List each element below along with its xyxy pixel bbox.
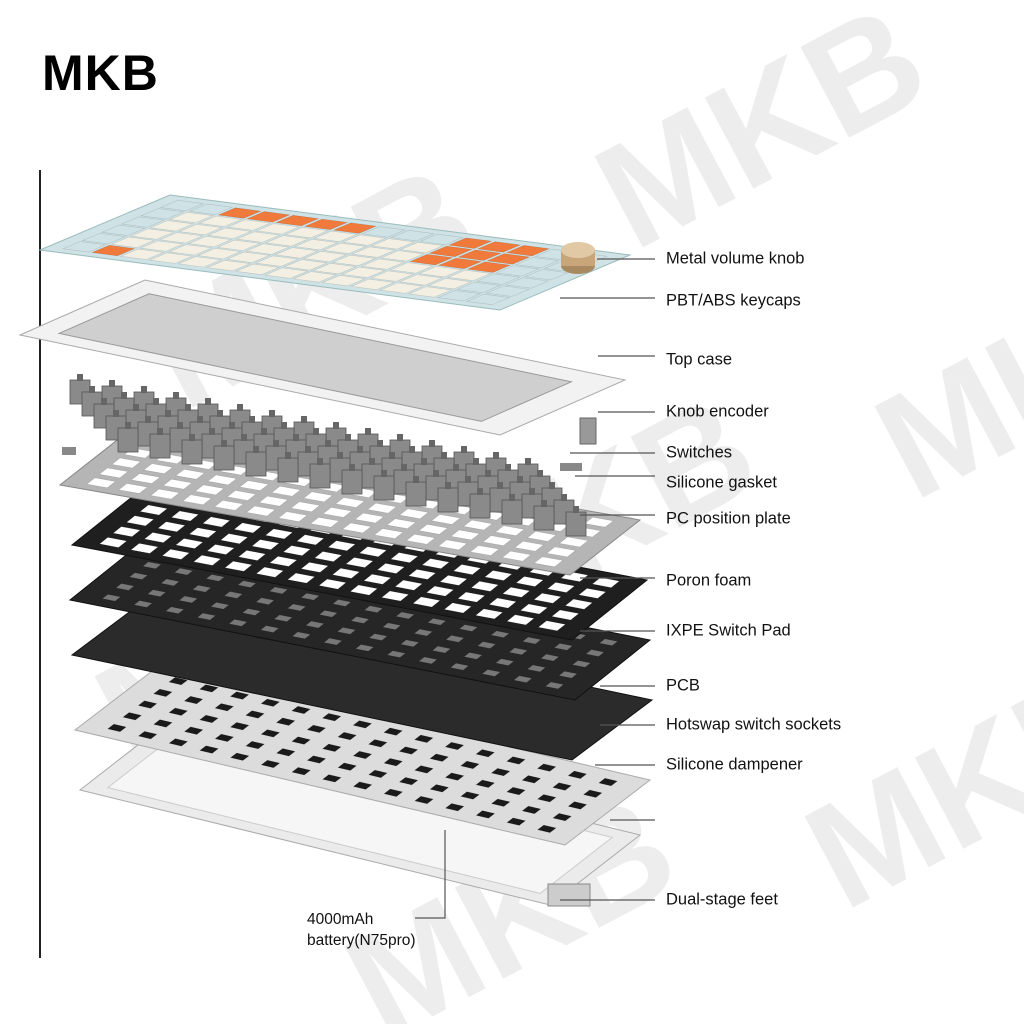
ixpe-switch-pad <box>70 540 650 700</box>
label-pc-position-plate: PC position plate <box>666 509 791 528</box>
knob-top <box>561 242 595 258</box>
label-pcb: PCB <box>666 676 700 695</box>
label-silicone-dampener: Silicone dampener <box>666 755 803 774</box>
label-battery: 4000mAh battery(N75pro) <box>307 909 416 951</box>
silicone-gasket <box>62 447 76 455</box>
keycaps <box>40 195 630 310</box>
battery-leader-line <box>415 830 446 919</box>
brand-logo: MKB <box>42 45 159 101</box>
silicone-gasket <box>560 463 582 471</box>
top-case <box>20 280 625 435</box>
dual-stage-feet <box>547 883 591 907</box>
label-keycaps: PBT/ABS keycaps <box>666 291 801 310</box>
label-metal-volume-knob: Metal volume knob <box>666 249 805 268</box>
label-top-case: Top case <box>666 350 733 369</box>
label-hotswap-sockets: Hotswap switch sockets <box>666 715 842 734</box>
label-dual-stage-feet: Dual-stage feet <box>666 890 778 909</box>
label-ixpe-switch-pad: IXPE Switch Pad <box>666 621 791 640</box>
battery-model: battery(N75pro) <box>307 932 416 949</box>
label-knob-encoder: Knob encoder <box>666 402 769 421</box>
label-poron-foam: Poron foam <box>666 571 752 590</box>
knob-encoder <box>579 417 597 445</box>
divider-line <box>39 170 41 958</box>
switches-cluster <box>69 374 587 537</box>
battery-capacity: 4000mAh <box>307 911 374 928</box>
label-switches: Switches <box>666 443 733 462</box>
label-silicone-gasket: Silicone gasket <box>666 473 777 492</box>
